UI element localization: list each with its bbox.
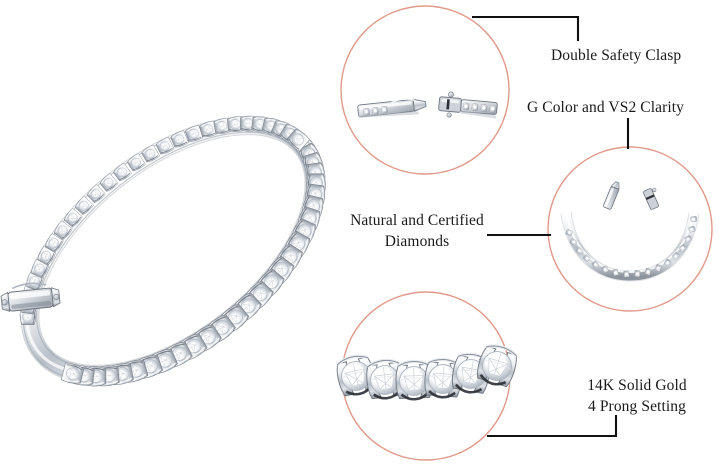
callout-line-2: 4 Prong Setting xyxy=(588,398,686,415)
detail-bracelet-open-arc xyxy=(560,181,700,282)
callout-label-double-safety-clasp: Double Safety Clasp xyxy=(551,47,682,64)
callout-circle-double-safety-clasp xyxy=(340,5,510,175)
hero-bracelet-clasp xyxy=(0,282,61,312)
connector-double-safety-clasp xyxy=(472,15,580,41)
detail-prong-setting-row xyxy=(332,340,522,403)
callout-line-1: 14K Solid Gold xyxy=(587,377,687,394)
callout-line-1: Natural and Certified xyxy=(350,212,484,229)
connector-lines xyxy=(472,15,630,438)
callout-circle-g-color-vs2-clarity xyxy=(547,146,713,312)
hero-bracelet xyxy=(0,115,327,388)
connector-14k-solid-gold-4-prong-setting xyxy=(487,415,618,438)
callout-circle-14k-solid-gold-4-prong-setting xyxy=(332,291,522,461)
callout-label-14k-solid-gold-4-prong-setting: 14K Solid Gold 4 Prong Setting xyxy=(572,375,702,417)
callout-line-2: Diamonds xyxy=(384,233,450,250)
callout-label-g-color-vs2-clarity: G Color and VS2 Clarity xyxy=(527,99,685,116)
detail-clasp-open-pair xyxy=(357,91,498,119)
